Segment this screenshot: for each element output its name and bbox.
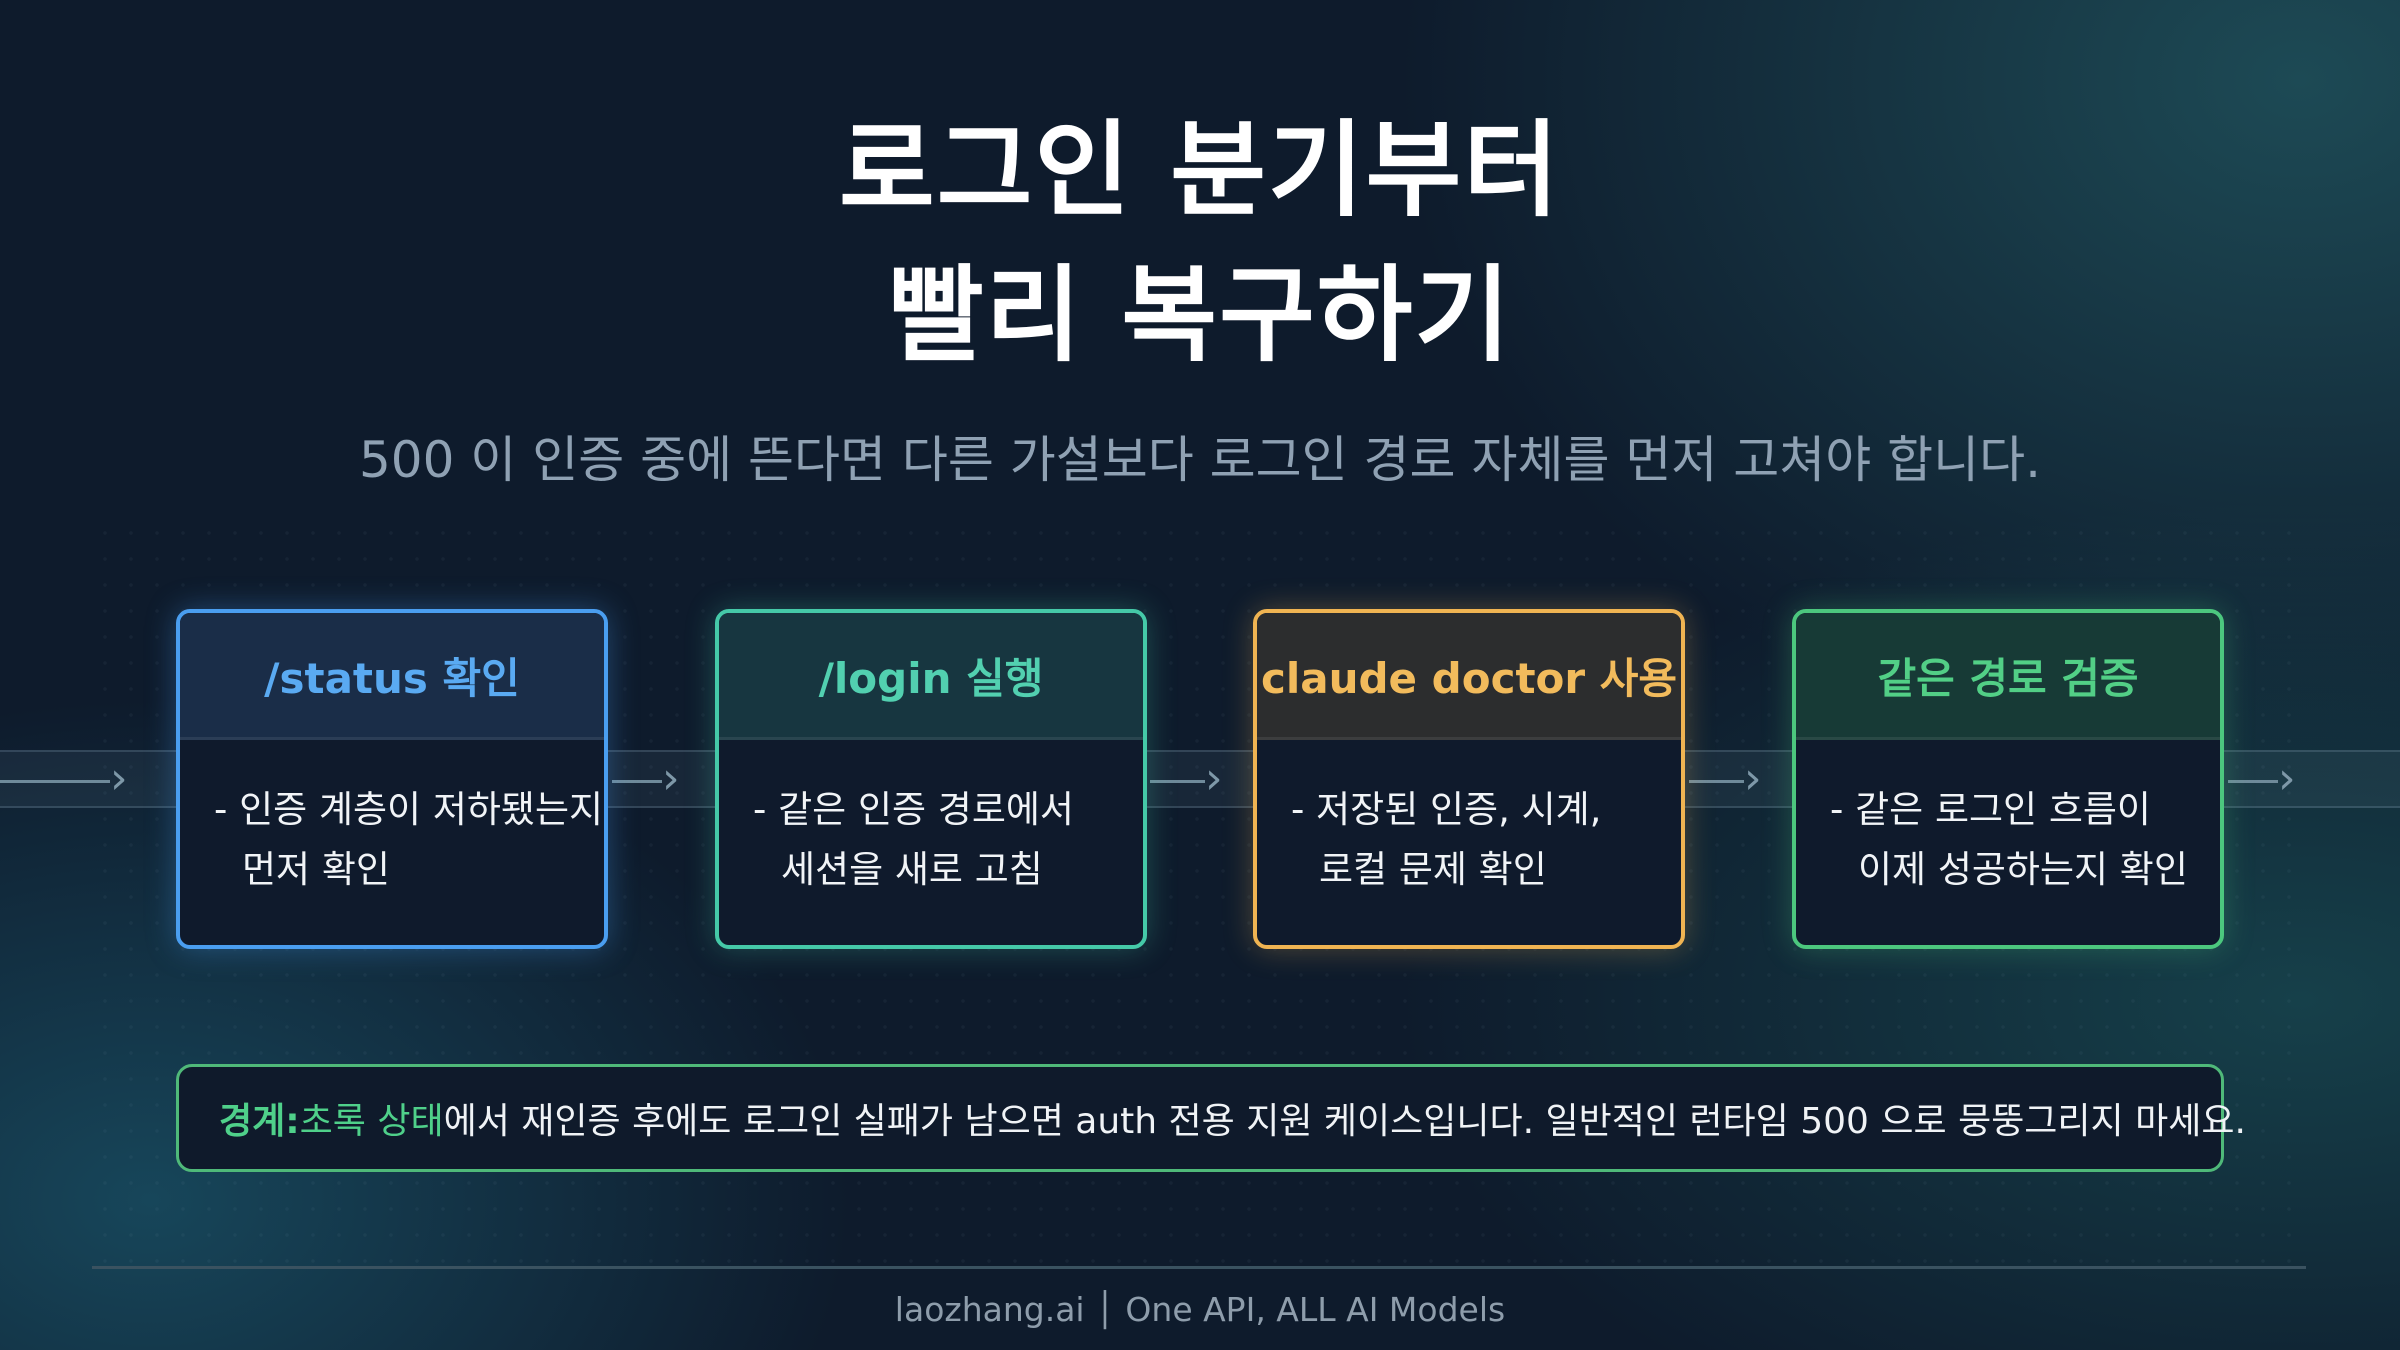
- step-card-doctor: claude doctor 사용 - 저장된 인증, 시계, 로컬 문제 확인: [1253, 609, 1685, 949]
- footer-divider: [92, 1266, 2306, 1269]
- step-title: claude doctor 사용: [1257, 613, 1681, 740]
- step-text: - 저장된 인증, 시계,: [1291, 788, 1602, 831]
- arrow-icon: ›: [2228, 756, 2296, 802]
- callout-highlight: 초록 상태: [299, 1101, 444, 1142]
- callout-text: 에서 재인증 후에도 로그인 실패가 남으면 auth 전용 지원 케이스입니다…: [443, 1101, 2246, 1142]
- subtitle: 500 이 인증 중에 뜬다면 다른 가설보다 로그인 경로 자체를 먼저 고쳐…: [358, 431, 2042, 489]
- arrow-icon: ›: [1150, 756, 1223, 802]
- page-title: 로그인 분기부터 빨리 복구하기: [0, 98, 2400, 388]
- step-text: - 인증 계층이 저하됐는지: [214, 788, 604, 831]
- arrow-icon: ›: [0, 756, 128, 802]
- step-text: 이제 성공하는지 확인: [1858, 848, 2188, 891]
- arrow-icon: ›: [612, 756, 680, 802]
- step-text: 로컬 문제 확인: [1319, 848, 1547, 891]
- step-text: - 같은 인증 경로에서: [753, 788, 1074, 831]
- title-line-1: 로그인 분기부터: [839, 109, 1561, 231]
- step-text: 먼저 확인: [242, 848, 390, 891]
- step-text: - 같은 로그인 흐름이: [1830, 788, 2151, 831]
- step-title: /status 확인: [180, 613, 604, 740]
- footer-text: laozhang.ai │ One API, ALL AI Models: [894, 1290, 1506, 1329]
- step-title: 같은 경로 검증: [1796, 613, 2220, 740]
- step-text: 세션을 새로 고침: [781, 848, 1043, 891]
- title-line-2: 빨리 복구하기: [887, 254, 1513, 376]
- callout-label: 경계:: [219, 1101, 300, 1142]
- arrow-icon: ›: [1689, 756, 1762, 802]
- step-title: /login 실행: [719, 613, 1143, 740]
